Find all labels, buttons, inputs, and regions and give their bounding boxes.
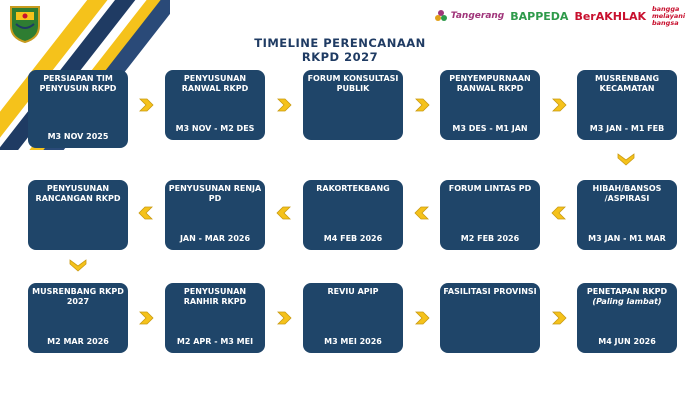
step-title: PENYUSUNAN RANWAL RKPD — [181, 74, 249, 93]
chevron-down-icon — [617, 153, 635, 166]
step-date: M3 DES - M1 JAN — [452, 124, 528, 133]
step-box: REVIU APIP M3 MEI 2026 — [303, 283, 403, 353]
step-title: FASILITASI PROVINSI — [443, 287, 537, 296]
chevron-left-icon — [551, 206, 566, 220]
berakhlak-logo-text: BerAKHLAK — [574, 9, 646, 23]
step-title: PENYEMPURNAAN RANWAL RKPD — [449, 74, 531, 93]
partner-logos: Tangerang BAPPEDA BerAKHLAK bangga melay… — [433, 4, 692, 28]
step-title: MUSRENBANG KECAMATAN — [594, 74, 660, 93]
step-title: HIBAH/BANSOS /ASPIRASI — [592, 184, 662, 203]
title-line-2: RKPD 2027 — [301, 50, 379, 64]
title-line-1: TIMELINE PERENCANAAN — [254, 36, 426, 50]
step-date: M3 MEI 2026 — [324, 337, 382, 346]
bangga-melayani-logo: bangga melayani bangsa — [652, 4, 692, 27]
step-date: M2 APR - M3 MEI — [176, 337, 254, 346]
chevron-left-icon — [138, 206, 153, 220]
bappeda-logo: BAPPEDA — [510, 10, 568, 23]
step-box: PENETAPAN RKPD(Paling lambat) M4 JUN 2026 — [577, 283, 677, 353]
step-box: FASILITASI PROVINSI — [440, 283, 540, 353]
step-date: M4 FEB 2026 — [323, 234, 383, 243]
chevron-right-icon — [277, 98, 292, 112]
flower-icon — [434, 10, 447, 21]
chevron-left-icon — [276, 206, 291, 220]
step-title: PERSIAPAN TIM PENYUSUN RKPD — [39, 74, 117, 93]
step-title: PENYUSUNAN RENJA PD — [168, 184, 262, 203]
step-box: FORUM LINTAS PD M2 FEB 2026 — [440, 180, 540, 250]
step-box: PENYUSUNAN RENJA PD JAN - MAR 2026 — [165, 180, 265, 250]
tangerang-crest-icon — [10, 6, 40, 44]
page-title: TIMELINE PERENCANAAN RKPD 2027 — [240, 36, 440, 64]
step-date: JAN - MAR 2026 — [179, 234, 251, 243]
chevron-right-icon — [415, 98, 430, 112]
chevron-right-icon — [415, 311, 430, 325]
step-date: M3 JAN - M1 MAR — [588, 234, 666, 243]
step-subtitle: (Paling lambat) — [592, 297, 662, 306]
tangerang-logo: Tangerang — [433, 8, 504, 24]
step-date: M2 MAR 2026 — [47, 337, 109, 346]
step-title: PENYUSUNAN RANHIR RKPD — [183, 287, 247, 306]
step-box: RAKORTEKBANG M4 FEB 2026 — [303, 180, 403, 250]
step-title: REVIU APIP — [327, 287, 379, 296]
step-box: MUSRENBANG RKPD 2027 M2 MAR 2026 — [28, 283, 128, 353]
chevron-right-icon — [552, 311, 567, 325]
step-box: MUSRENBANG KECAMATAN M3 JAN - M1 FEB — [577, 70, 677, 140]
bappeda-logo-text: BAPPEDA — [510, 9, 569, 23]
step-date: M3 NOV - M2 DES — [175, 124, 255, 133]
step-box: PERSIAPAN TIM PENYUSUN RKPD M3 NOV 2025 — [28, 70, 128, 148]
step-title: PENYUSUNAN RANCANGAN RKPD — [35, 184, 121, 203]
step-title: FORUM LINTAS PD — [448, 184, 532, 193]
step-title: RAKORTEKBANG — [316, 184, 390, 193]
berakhlak-logo: BerAKHLAK — [574, 10, 646, 23]
step-date: M3 NOV 2025 — [47, 132, 109, 141]
step-title: PENETAPAN RKPD — [586, 287, 668, 296]
bangga-logo-text: bangga melayani bangsa — [652, 4, 686, 27]
step-date: M3 JAN - M1 FEB — [589, 124, 665, 133]
chevron-left-icon — [414, 206, 429, 220]
step-date: M2 FEB 2026 — [460, 234, 520, 243]
step-box: FORUM KONSULTASI PUBLIK — [303, 70, 403, 140]
step-box: PENYUSUNAN RANHIR RKPD M2 APR - M3 MEI — [165, 283, 265, 353]
chevron-right-icon — [139, 98, 154, 112]
chevron-right-icon — [139, 311, 154, 325]
step-box: HIBAH/BANSOS /ASPIRASI M3 JAN - M1 MAR — [577, 180, 677, 250]
step-box: PENYUSUNAN RANCANGAN RKPD — [28, 180, 128, 250]
chevron-down-icon — [69, 259, 87, 272]
step-box: PENYEMPURNAAN RANWAL RKPD M3 DES - M1 JAN — [440, 70, 540, 140]
step-title: MUSRENBANG RKPD 2027 — [32, 287, 124, 306]
chevron-right-icon — [277, 311, 292, 325]
step-title: FORUM KONSULTASI PUBLIK — [307, 74, 399, 93]
tangerang-logo-text: Tangerang — [450, 11, 505, 21]
step-box: PENYUSUNAN RANWAL RKPD M3 NOV - M2 DES — [165, 70, 265, 140]
chevron-right-icon — [552, 98, 567, 112]
step-date: M4 JUN 2026 — [598, 337, 656, 346]
